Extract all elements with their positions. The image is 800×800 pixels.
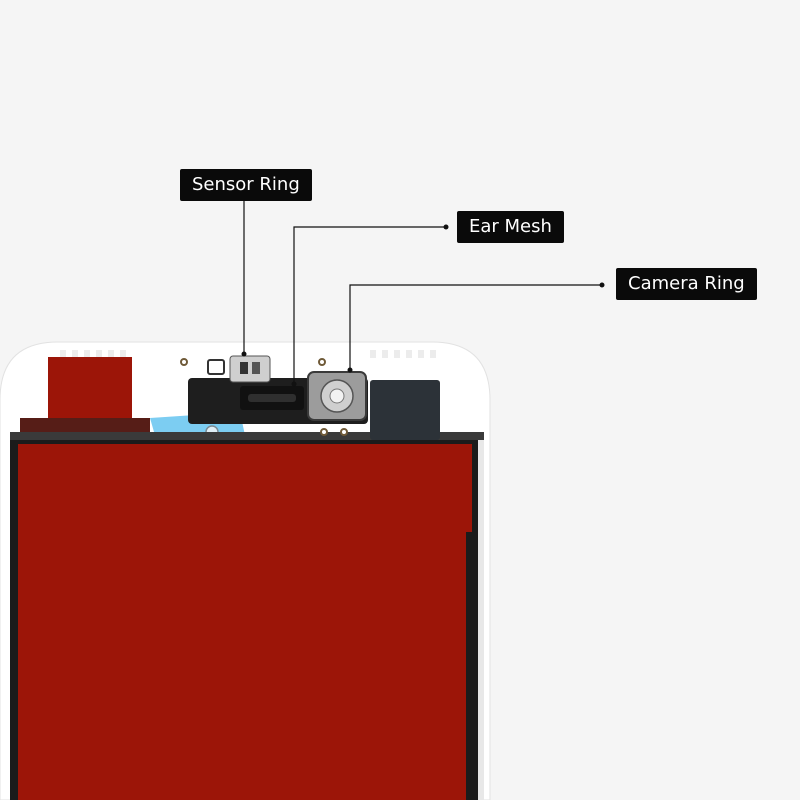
screw-holes [180, 358, 348, 436]
camera-ring-leader [349, 284, 602, 370]
frame-notches [60, 350, 436, 358]
red-lcd-panel [18, 444, 466, 800]
ear-mesh-label: Ear Mesh [457, 211, 564, 243]
ear-mesh-leader [293, 226, 446, 384]
sensor-ring-label: Sensor Ring [180, 169, 312, 201]
red-backing-top-left [48, 357, 132, 419]
dark-plate-top-right [370, 380, 440, 440]
camera-ring-label: Camera Ring [616, 268, 757, 300]
